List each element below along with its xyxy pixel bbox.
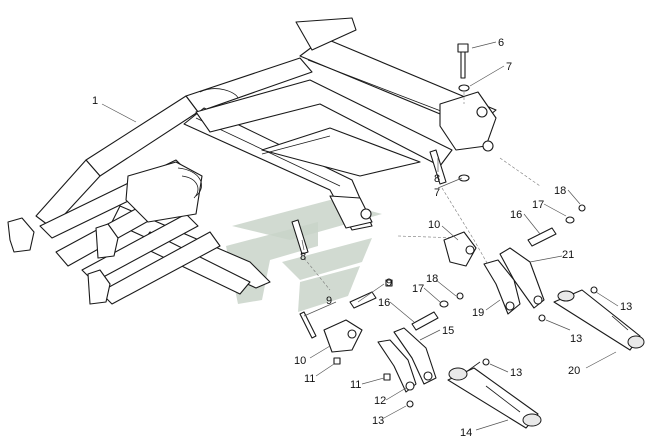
callout-16-lower: 16 (378, 297, 390, 309)
link-19 (483, 259, 521, 315)
callout-7-upper: 7 (506, 61, 512, 73)
leader-lines (101, 41, 619, 431)
nut-11-a (333, 357, 341, 365)
bolt-9-lower (299, 311, 317, 339)
washer-7-upper (458, 84, 470, 92)
callout-10-lower: 10 (294, 355, 306, 367)
callout-14: 14 (460, 427, 472, 439)
callout-6: 6 (498, 37, 504, 49)
callout-20: 20 (568, 365, 580, 377)
callout-7-lower: 7 (434, 187, 440, 199)
link-21 (499, 247, 545, 309)
callout-13-c: 13 (372, 415, 384, 427)
nut-11-b (383, 373, 391, 381)
washer-13-b (538, 314, 546, 322)
callout-12: 12 (374, 395, 386, 407)
callout-8-lower: 8 (300, 251, 306, 263)
ring-18-lower (456, 292, 464, 300)
pin-8-lower (291, 219, 309, 255)
callout-17-upper: 17 (532, 199, 544, 211)
link-10-lower (323, 319, 363, 353)
cylinder-14 (447, 361, 542, 429)
callout-18-upper: 18 (554, 185, 566, 197)
callout-21: 21 (562, 249, 574, 261)
callout-15: 15 (442, 325, 454, 337)
bolt-6 (457, 43, 469, 79)
pin-9 (349, 279, 393, 309)
callout-19: 19 (472, 307, 484, 319)
ring-18-upper (578, 204, 586, 212)
pin-16-upper (527, 227, 557, 247)
washer-17-lower (439, 300, 449, 308)
link-10-upper (443, 231, 477, 267)
cylinder-20 (553, 289, 645, 351)
callout-8-upper: 8 (434, 173, 440, 185)
callout-1: 1 (92, 95, 98, 107)
link-15 (393, 327, 437, 385)
washer-13-a (590, 286, 598, 294)
pin-16-lower (411, 311, 439, 331)
washer-13-c (406, 400, 414, 408)
callout-9-lower: 9 (326, 295, 332, 307)
main-frame (7, 17, 497, 305)
callout-13-d: 13 (510, 367, 522, 379)
callout-9-upper: 9 (386, 277, 392, 289)
callout-18-lower: 18 (426, 273, 438, 285)
callout-16-upper: 16 (510, 209, 522, 221)
link-12 (377, 339, 417, 393)
callout-13-a: 13 (620, 301, 632, 313)
washer-13-d (482, 358, 490, 366)
callout-labels: 1 6 7 8 7 8 18 17 16 10 21 9 9 18 17 16 … (92, 37, 632, 439)
washer-17-upper (565, 216, 575, 224)
callout-11-a: 11 (304, 373, 315, 385)
callout-11-b: 11 (350, 379, 361, 391)
callout-17-lower: 17 (412, 283, 424, 295)
callout-13-b: 13 (570, 333, 582, 345)
callout-10-upper: 10 (428, 219, 440, 231)
washer-7-lower (458, 174, 470, 182)
